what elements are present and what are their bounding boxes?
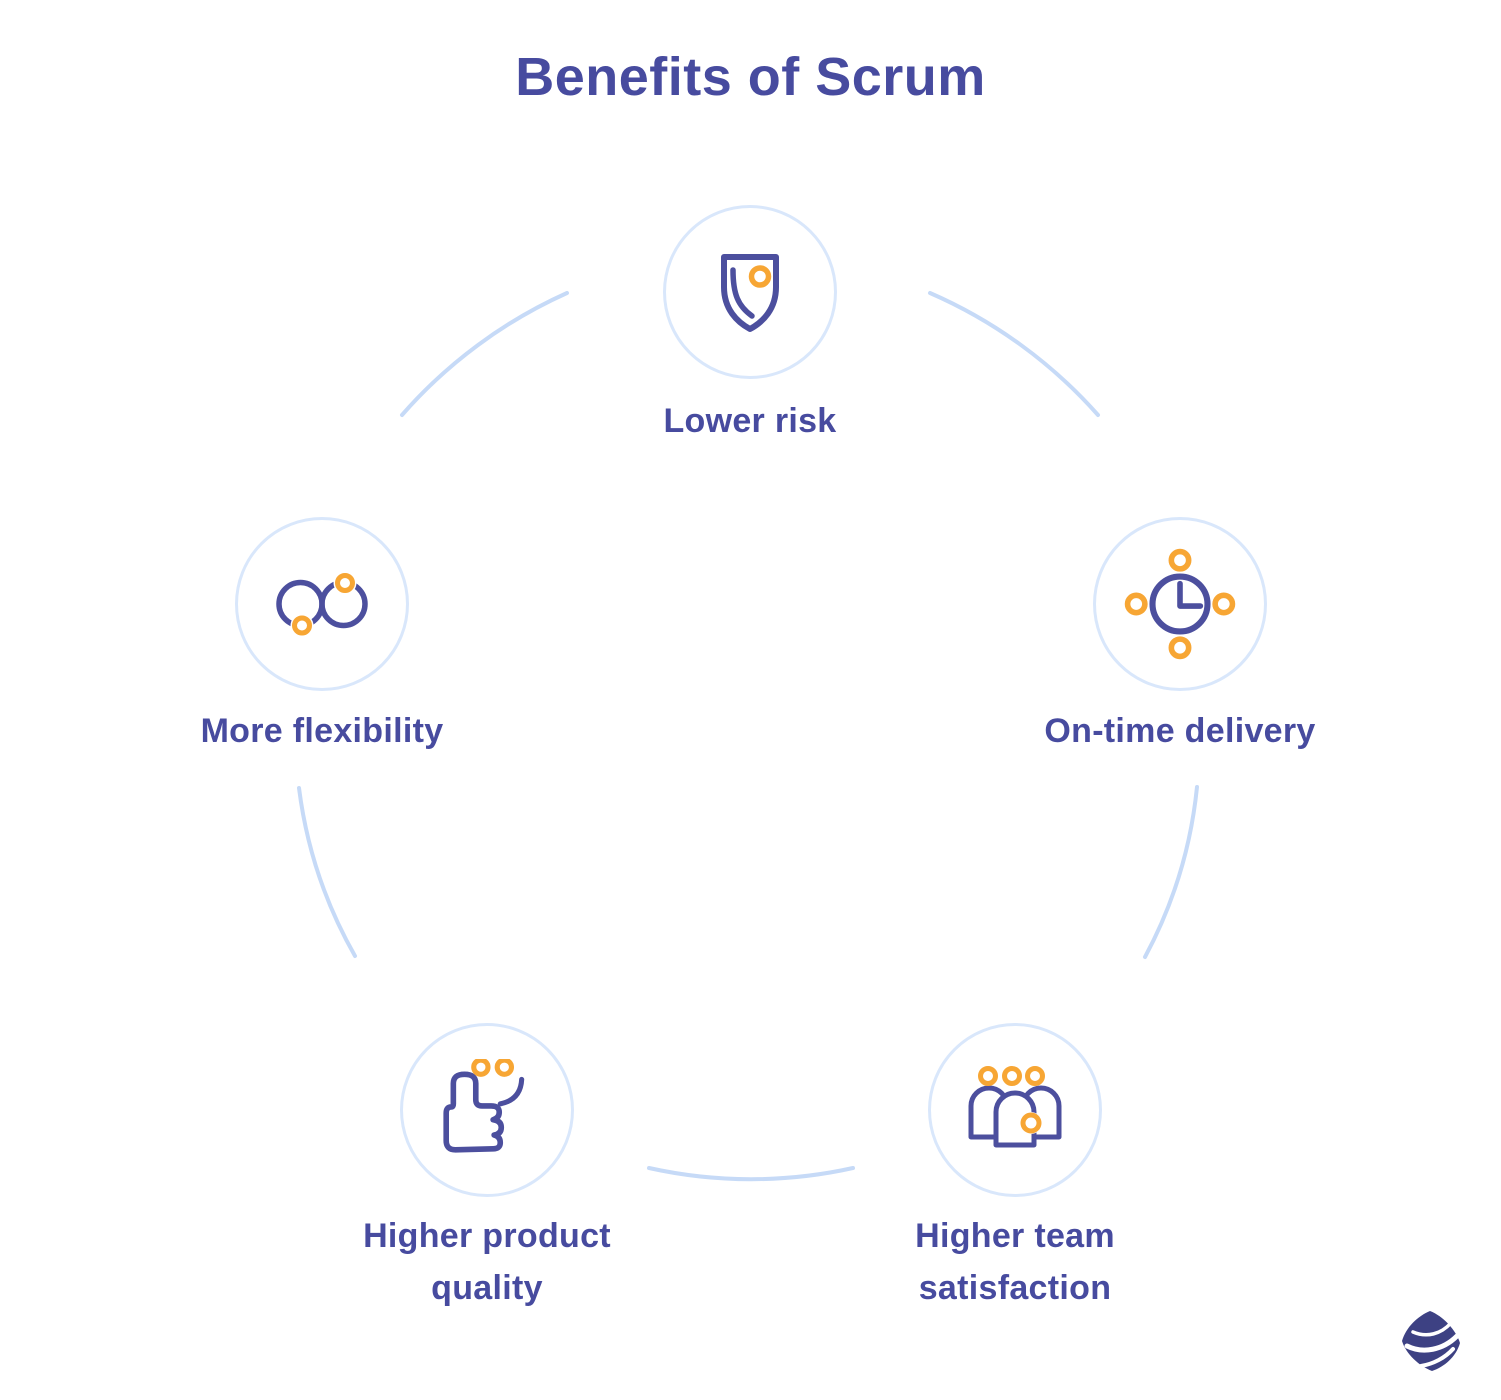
node-circle-lower-risk xyxy=(663,205,837,379)
node-circle-on-time-delivery xyxy=(1093,517,1267,691)
node-label-higher-product-quality: Higher product quality xyxy=(363,1217,611,1307)
diagram-title: Benefits of Scrum xyxy=(515,47,986,107)
connector-arc-bottomleft-left xyxy=(297,786,357,958)
connector-arc-bottom xyxy=(647,1166,855,1182)
shield-icon xyxy=(721,254,779,332)
thumbs-up-icon xyxy=(443,1059,525,1153)
connector-arc-left-top xyxy=(400,291,569,417)
node-label-more-flexibility: More flexibility xyxy=(200,712,444,750)
connector-arc-top-right xyxy=(928,291,1100,417)
brand-logo xyxy=(1399,1308,1463,1379)
team-icon xyxy=(968,1066,1062,1148)
node-circle-higher-product-quality xyxy=(400,1023,574,1197)
node-label-lower-risk: Lower risk xyxy=(663,402,837,440)
clock-icon xyxy=(1124,548,1236,660)
node-label-higher-team-satisfaction: Higher team satisfaction xyxy=(915,1217,1115,1307)
brand-logo-icon xyxy=(1402,1311,1460,1371)
node-circle-more-flexibility xyxy=(235,517,409,691)
node-circle-higher-team-satisfaction xyxy=(928,1023,1102,1197)
node-label-on-time-delivery: On-time delivery xyxy=(1044,712,1316,750)
flexibility-icon xyxy=(276,571,368,637)
connector-arc-right-bottomright xyxy=(1143,785,1199,959)
